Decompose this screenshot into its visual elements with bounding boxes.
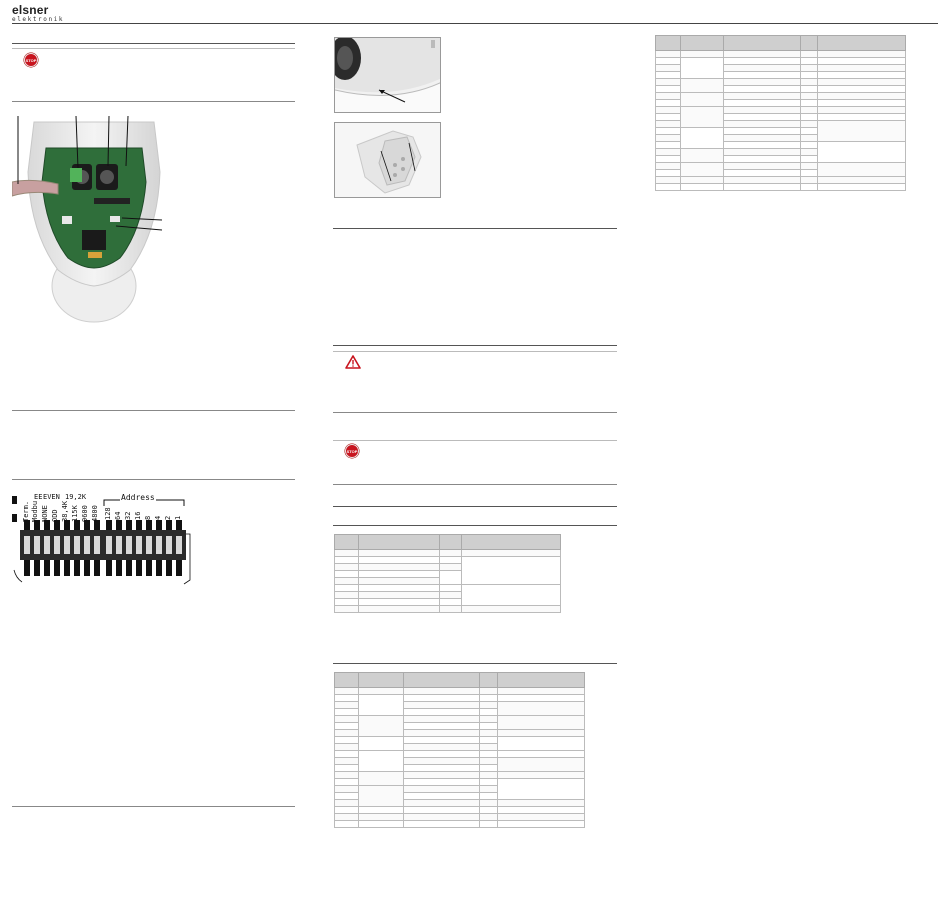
table-row — [655, 78, 906, 93]
section-rule — [12, 410, 295, 411]
dip-label-odd: ODD — [51, 509, 59, 522]
section-rule — [333, 351, 617, 352]
table-row — [334, 785, 585, 807]
dip-label-term: Term. — [22, 500, 30, 522]
dip-label-8: 8 — [144, 515, 152, 520]
table-row — [334, 584, 561, 606]
dip-label-9600: 9600 — [81, 505, 89, 522]
table-row — [655, 176, 906, 184]
section-rule — [12, 806, 295, 807]
table-row — [334, 771, 585, 786]
dip-label-1: 1 — [174, 515, 182, 520]
header-rule — [12, 23, 938, 24]
dip-address-title: Address — [120, 493, 156, 502]
table-row — [655, 162, 906, 177]
table-row — [655, 64, 906, 72]
clip-photo — [334, 122, 441, 198]
section-rule — [12, 101, 295, 102]
table-row — [334, 687, 585, 695]
dip-label-4800: 4800 — [91, 505, 99, 522]
table-row — [655, 148, 906, 163]
section-rule — [333, 506, 617, 507]
table-row — [334, 813, 585, 821]
table-row — [655, 92, 906, 107]
table-row — [334, 549, 561, 557]
section-rule — [12, 43, 295, 44]
dip-label-115k: 115K — [71, 505, 79, 522]
dip-label-128: 128 — [104, 507, 112, 520]
table-row — [334, 715, 585, 737]
section-rule — [333, 484, 617, 485]
table-row — [655, 50, 906, 58]
table-header-row — [655, 35, 906, 51]
stop-icon: STOP — [345, 444, 359, 458]
table-row — [334, 820, 585, 828]
housing-photo — [334, 37, 441, 113]
dip-label-38-4k: 38,4K — [61, 500, 69, 522]
table-row — [334, 736, 585, 751]
table-row — [334, 806, 585, 814]
table-row — [655, 183, 906, 191]
table-row — [655, 127, 906, 149]
table-row — [334, 556, 561, 585]
dip-label-16: 16 — [134, 511, 142, 520]
section-rule — [12, 48, 295, 49]
housing-illustration — [335, 38, 440, 112]
device-board-illustration — [11, 115, 163, 323]
dip-switch-diagram: Term. Modbu NONE ODD 115K 9600 4800 EE E… — [12, 490, 202, 586]
section-rule — [333, 412, 617, 413]
section-rule — [333, 663, 617, 664]
brand-logo: elsner elektronik — [12, 4, 64, 23]
stop-icon: STOP — [24, 53, 38, 67]
table-row — [655, 57, 906, 79]
dip-label-64: 64 — [114, 511, 122, 520]
table-row — [334, 799, 585, 807]
register-table-c — [655, 35, 906, 191]
dip-label-modbus: Modbu — [31, 500, 39, 522]
warning-icon — [345, 355, 361, 369]
dip-label-2: 2 — [164, 515, 172, 520]
dip-label-even: EVEN — [43, 493, 60, 501]
table-header-row — [334, 672, 585, 688]
dip-switch-illustration — [12, 496, 191, 585]
dip-label-ee: EE — [34, 493, 43, 501]
section-rule — [12, 479, 295, 480]
device-board-image — [11, 112, 172, 326]
table-row — [334, 701, 585, 716]
table-row — [334, 750, 585, 772]
clip-illustration — [335, 123, 440, 197]
table-header-row — [334, 534, 561, 550]
table-row — [334, 605, 561, 613]
register-table-b — [334, 672, 585, 828]
dip-label-4: 4 — [154, 515, 162, 520]
section-rule — [333, 345, 617, 346]
section-rule — [333, 440, 617, 441]
register-table-a — [334, 534, 561, 613]
dip-label-32: 32 — [124, 511, 132, 520]
dip-label-none: NONE — [41, 505, 49, 522]
logo-wordmark: elsner — [12, 3, 49, 17]
section-rule — [333, 228, 617, 229]
logo-subtitle: elektronik — [12, 16, 65, 23]
table-row — [334, 694, 585, 716]
table-row — [655, 106, 906, 128]
section-rule — [333, 525, 617, 526]
table-row — [334, 757, 585, 772]
dip-label-19-2k: 19,2K — [65, 493, 87, 501]
warning-triangle-icon — [345, 355, 361, 369]
